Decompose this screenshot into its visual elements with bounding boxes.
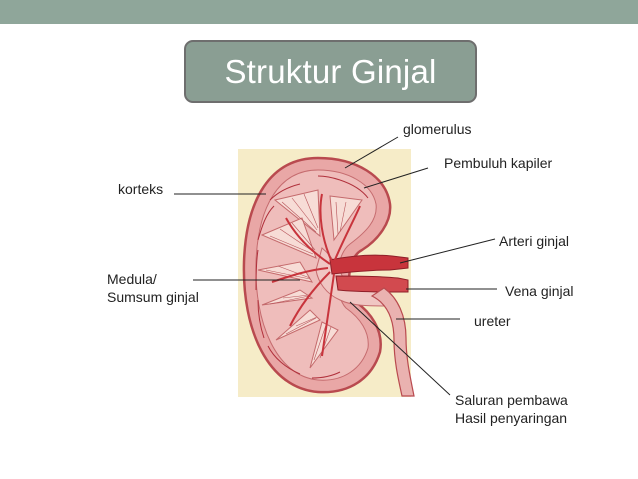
label-saluran-line1: Saluran pembawa (455, 392, 568, 408)
label-arteri-ginjal-text: Arteri ginjal (499, 233, 570, 249)
label-vena-ginjal: Vena ginjal (505, 282, 574, 300)
label-ureter: ureter (474, 312, 511, 330)
ureter (370, 287, 415, 397)
label-saluran: Saluran pembawa Hasil penyaringan (455, 391, 568, 427)
leader-lines (174, 136, 497, 396)
label-korteks-text: korteks (118, 181, 164, 197)
leader-arteri-ginjal (399, 238, 496, 264)
label-medula-line1: Medula/ (107, 271, 157, 287)
renal-vein (335, 275, 409, 293)
label-glomerulus: glomerulus (403, 120, 471, 138)
label-saluran-line2: Hasil penyaringan (455, 410, 568, 426)
pyramid-striations (265, 193, 347, 361)
leader-pembuluh-kapiler (363, 167, 429, 189)
label-vena-ginjal-text: Vena ginjal (505, 283, 574, 299)
label-korteks: korteks (118, 180, 163, 198)
renal-artery (329, 254, 409, 275)
label-glomerulus-text: glomerulus (403, 121, 472, 137)
label-pembuluh-kapiler: Pembuluh kapiler (444, 154, 552, 172)
slide-title: Struktur Ginjal (224, 52, 437, 90)
capillary-network (255, 175, 369, 379)
label-medula: Medula/ Sumsum ginjal (107, 270, 199, 306)
label-ureter-text: ureter (474, 313, 511, 329)
title-box: Struktur Ginjal (184, 40, 477, 103)
leader-glomerulus (344, 136, 399, 169)
label-medula-line2: Sumsum ginjal (107, 289, 199, 305)
label-arteri-ginjal: Arteri ginjal (499, 232, 569, 250)
top-bar (0, 0, 638, 24)
label-pembuluh-kapiler-text: Pembuluh kapiler (444, 155, 553, 171)
leader-saluran (349, 301, 451, 396)
